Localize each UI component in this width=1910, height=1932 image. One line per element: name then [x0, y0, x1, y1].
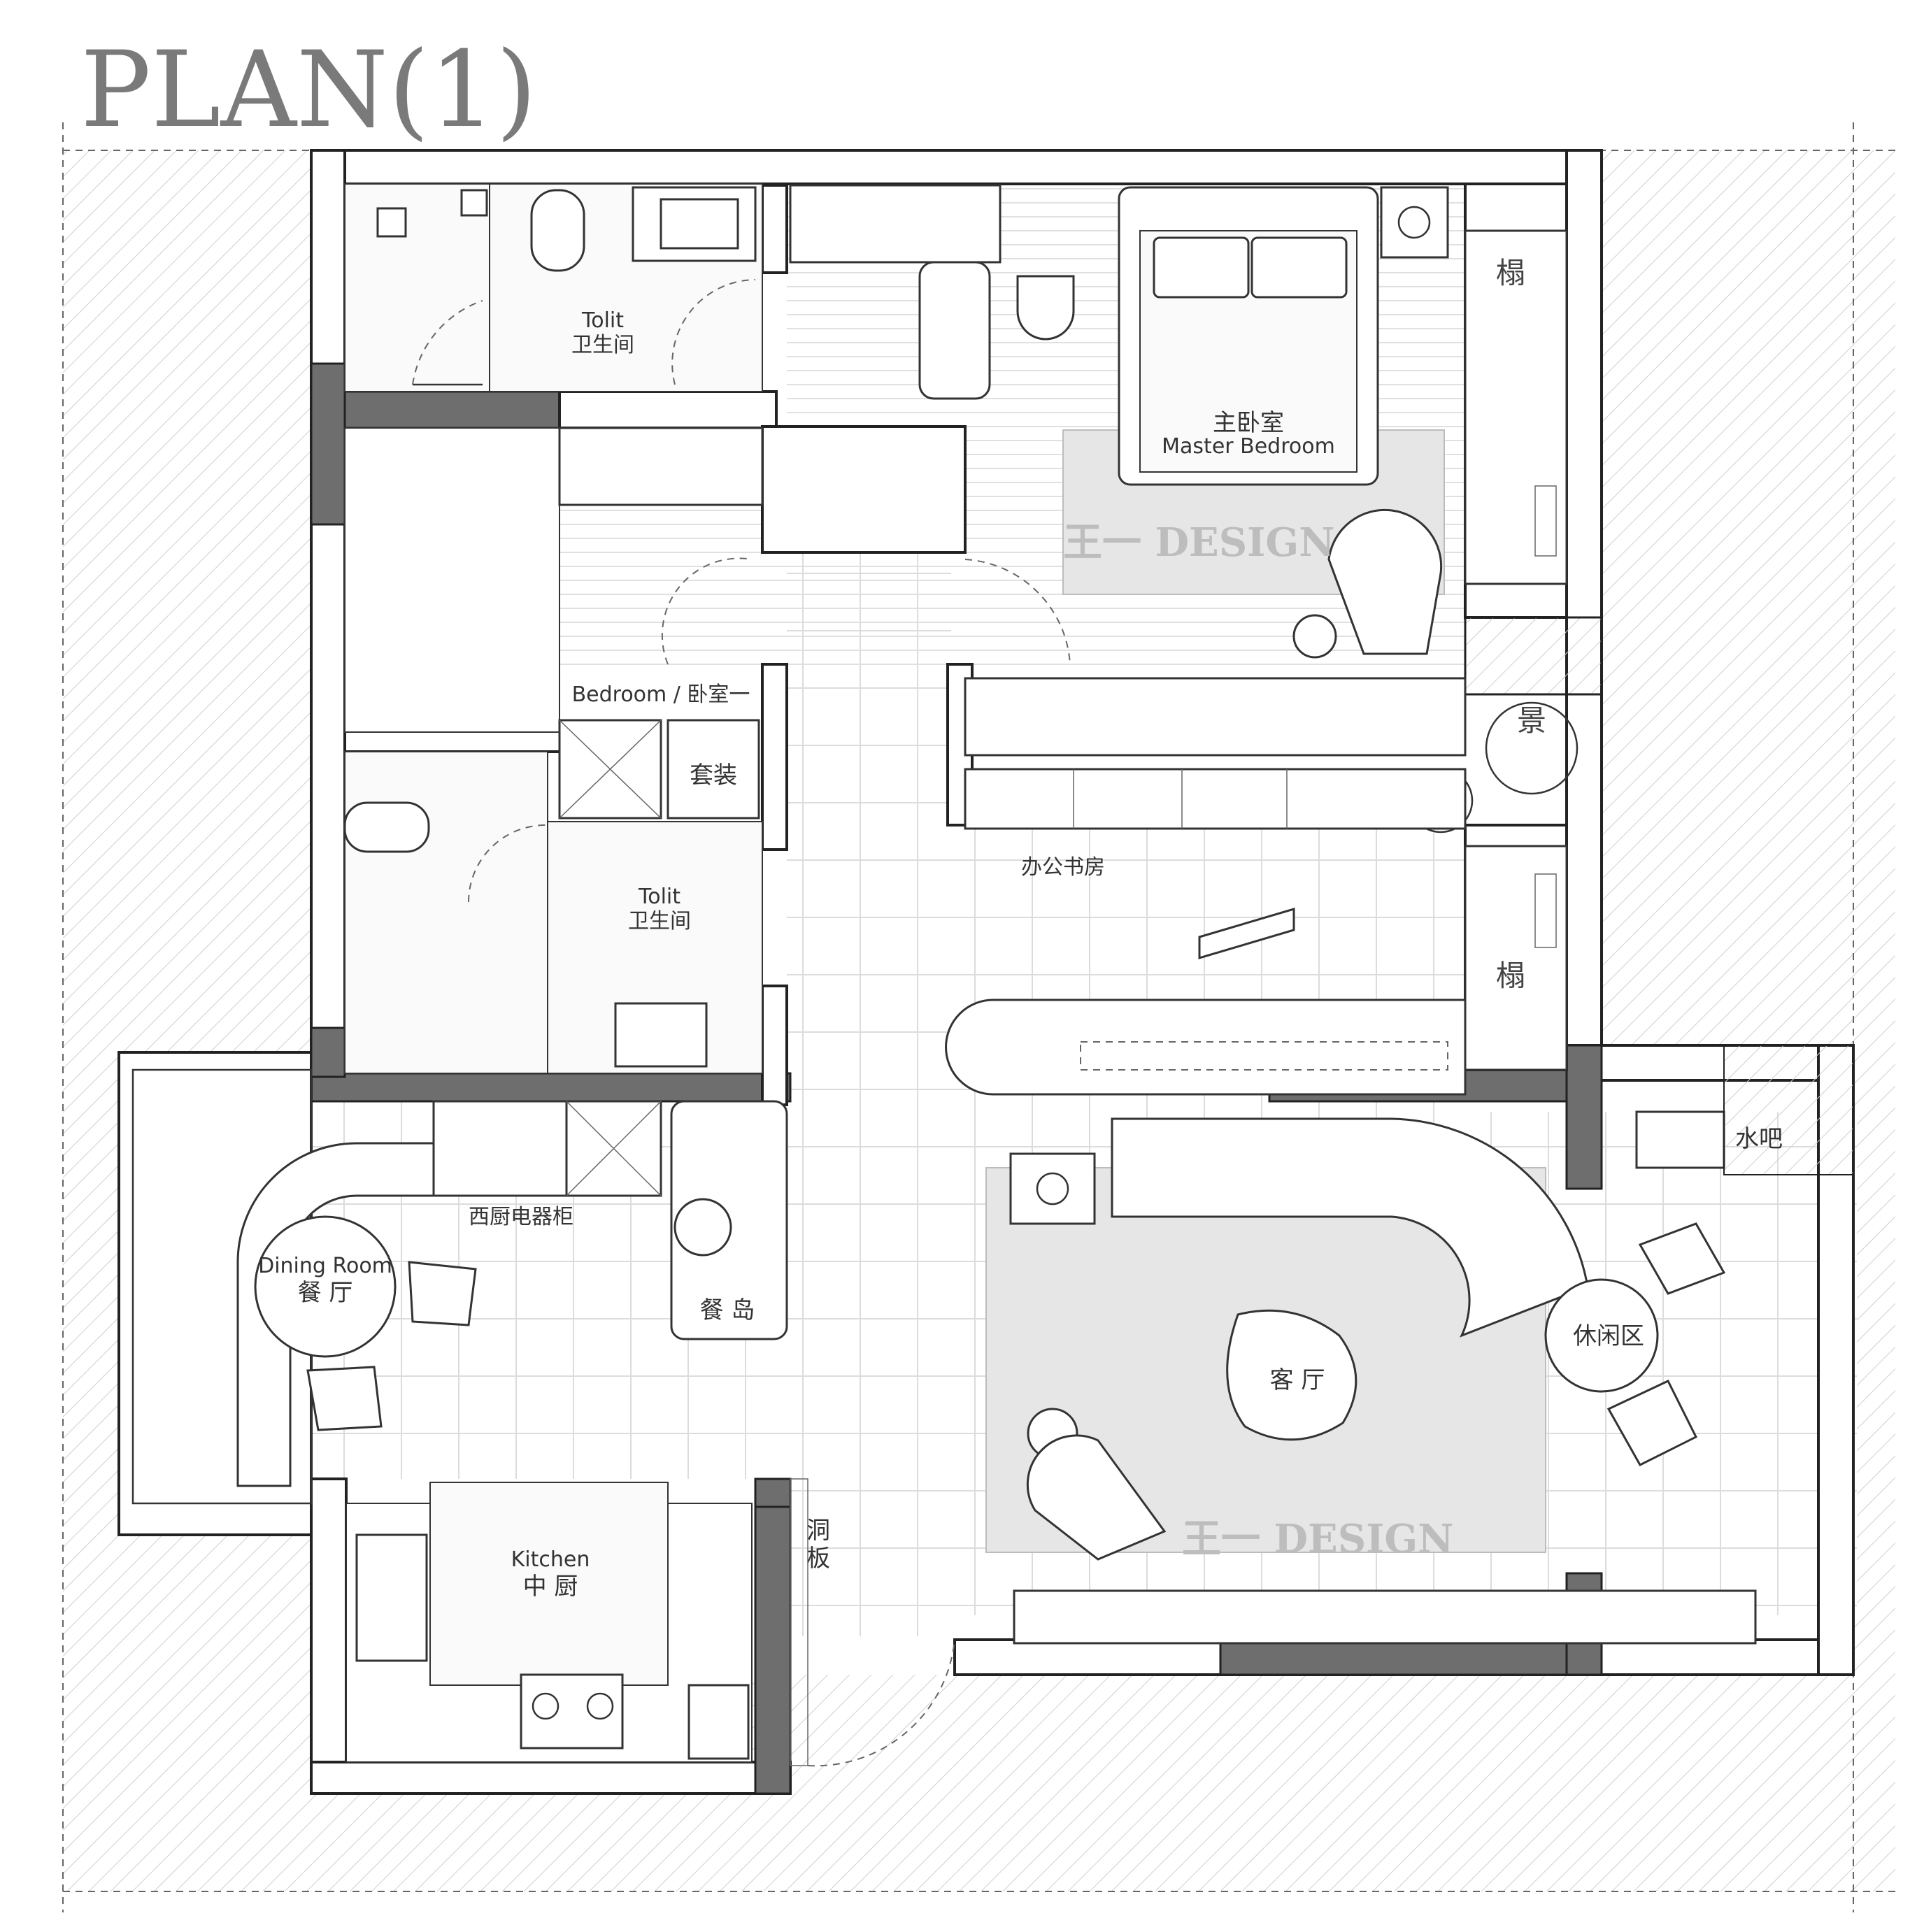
tatami-bottom-label: 榻	[1496, 959, 1525, 993]
leisure-area: 水吧 休闲区	[1013, 1045, 1854, 1645]
bedroom-label: Bedroom / 卧室一	[572, 682, 750, 707]
tatami-zone: 榻 景 榻	[1408, 229, 1578, 1071]
bedroom-one: Bedroom / 卧室一 套装	[344, 427, 1071, 820]
dining-island-label: 餐 岛	[700, 1296, 755, 1324]
toilet-top-label-en: Tolit	[581, 308, 624, 333]
master-bedroom-label-cn: 主卧室	[1213, 409, 1284, 437]
tatami-top-label: 榻	[1496, 256, 1525, 290]
kitchen-label-en: Kitchen	[511, 1547, 590, 1572]
plan-title: PLAN(1)	[80, 29, 537, 151]
living-room: 客 厅 王一 DESIGN	[985, 1117, 1589, 1562]
dining-room-label-en: Dining Room	[258, 1254, 392, 1278]
outer-walls	[117, 149, 1855, 1795]
leisure-area-label: 休闲区	[1573, 1322, 1644, 1350]
toilet-mid-label-en: Tolit	[638, 885, 680, 909]
hole-board-label-1: 洞	[806, 1517, 830, 1545]
wardrobe-label: 套装	[690, 761, 737, 789]
living-room-label: 客 厅	[1270, 1366, 1325, 1394]
hole-board-label-2: 板	[806, 1545, 830, 1573]
study-label: 办公书房	[1021, 855, 1105, 880]
landscape-label: 景	[1517, 703, 1546, 738]
western-kitchen-cabinet-label: 西厨电器柜	[469, 1205, 573, 1229]
toilet-mid-label-cn: 卫生间	[628, 909, 691, 933]
study: 办公书房	[945, 677, 1467, 1096]
toilet-top: Tolit 卫生间	[344, 183, 763, 392]
toilet-top-label-cn: 卫生间	[571, 333, 634, 357]
kitchen-label-cn: 中 厨	[523, 1573, 578, 1601]
master-bedroom: 主卧室 Master Bedroom 王一 DESIGN	[789, 184, 1449, 659]
toilet-mid: Tolit 卫生间	[343, 751, 763, 1074]
watermark-bottom: 王一 DESIGN	[1182, 1516, 1453, 1562]
watermark-top: 王一 DESIGN	[1063, 520, 1334, 566]
dining-room-label-cn: 餐 厅	[298, 1279, 353, 1307]
kitchen: Kitchen 中 厨 洞 板	[345, 1478, 955, 1767]
water-bar-label: 水吧	[1735, 1125, 1783, 1153]
dining-area: 西厨电器柜 Dining Room 餐 厅 餐 岛	[131, 1068, 788, 1505]
master-bedroom-label-en: Master Bedroom	[1162, 434, 1335, 459]
